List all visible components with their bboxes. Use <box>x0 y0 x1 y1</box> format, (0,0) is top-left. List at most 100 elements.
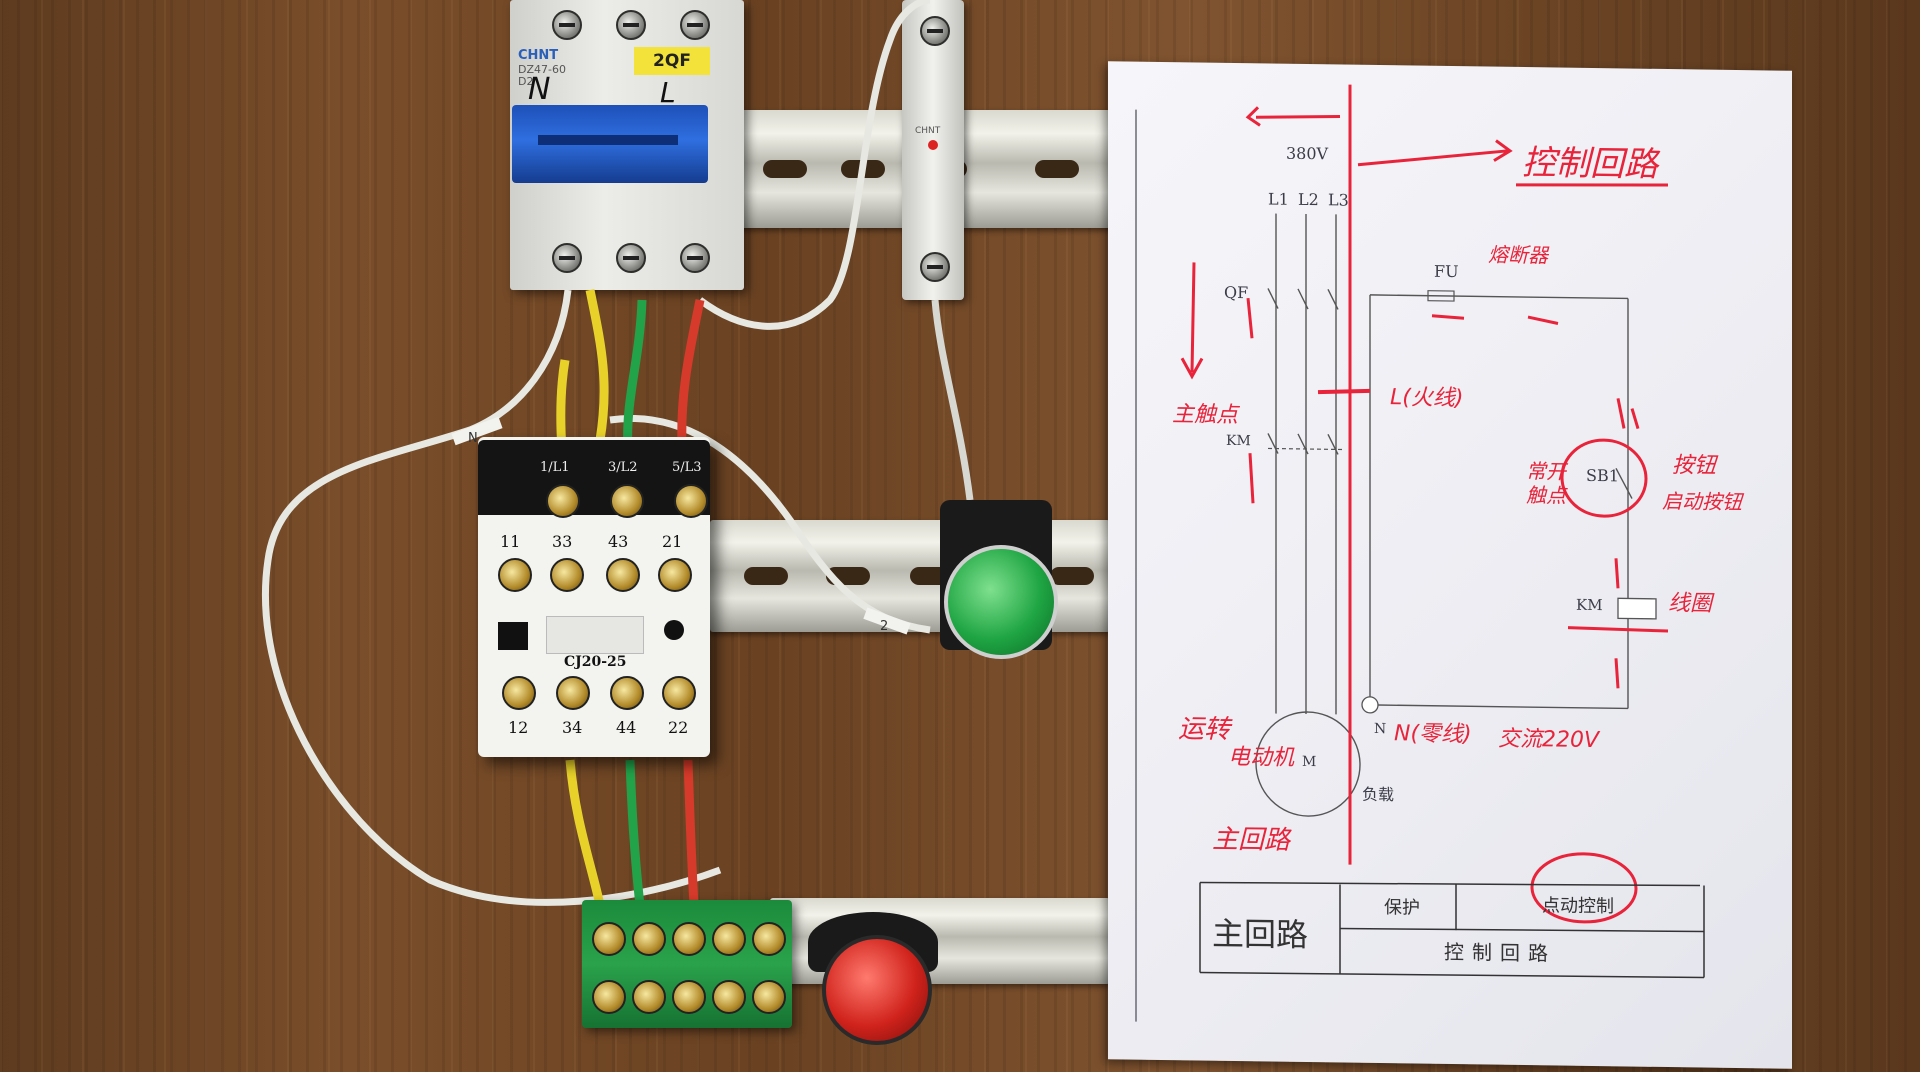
breaker-mark-l: L <box>660 76 676 109</box>
km-coil-label: KM <box>1576 595 1603 615</box>
contactor-terminal-l1: 1/L1 <box>540 460 570 475</box>
sb1-label: SB1 <box>1586 465 1619 486</box>
breaker-model: DZ47-60 D2 <box>518 64 566 88</box>
breaker-top-screw-2 <box>616 10 646 40</box>
aux-screw-43 <box>606 558 640 592</box>
terminal-screw-bottom-4 <box>712 980 746 1014</box>
contactor-terminal-l3: 5/L3 <box>672 460 702 475</box>
aux-terminal-44: 44 <box>616 718 637 737</box>
aux-terminal-11: 11 <box>500 532 521 551</box>
note-run: 运转 <box>1178 714 1231 745</box>
breaker-bottom-screw-1 <box>552 243 582 273</box>
motor-label: M <box>1302 753 1317 771</box>
breaker-tag-label: 2QF <box>634 47 710 75</box>
terminal-screw-top-1 <box>592 922 626 956</box>
white-neutral-wire <box>261 289 722 906</box>
note-coil: 线圈 <box>1668 591 1713 617</box>
aux-terminal-22: 22 <box>668 718 689 737</box>
fu-label: FU <box>1434 261 1459 282</box>
title-main-circuit: 主回路 <box>1212 914 1309 955</box>
title-protection: 保护 <box>1384 897 1420 919</box>
yellow-wire-bottom <box>565 759 605 906</box>
title-jog-control: 点动控制 <box>1542 895 1614 918</box>
note-ac-220v: 交流220V <box>1498 726 1600 754</box>
schematic-lines <box>1135 84 1705 1022</box>
load-label: 负载 <box>1362 784 1395 805</box>
contactor-indicator-icon <box>664 620 684 640</box>
fuse-indicator-icon <box>928 140 938 150</box>
schematic-paper: 380V L1 L2 L3 QF FU KM SB1 KM M N 负载 控制回… <box>1108 61 1792 1069</box>
aux-screw-44 <box>610 676 644 710</box>
note-button: 按钮 <box>1672 453 1717 479</box>
aux-screw-11 <box>498 558 532 592</box>
terminal-screw-top-2 <box>632 922 666 956</box>
wire-tag-n: N <box>468 431 478 446</box>
terminal-screw-top-3 <box>672 922 706 956</box>
wire-tag-2-sleeve <box>863 607 911 635</box>
green-wire-top <box>623 299 647 451</box>
note-normally-open: 常开触点 <box>1526 459 1566 508</box>
breaker-mark-n: N <box>528 72 551 107</box>
breaker-top-screw-1 <box>552 10 582 40</box>
note-live-line: L(火线) <box>1390 385 1464 412</box>
red-stop-button[interactable] <box>822 935 932 1045</box>
contactor-test-button[interactable] <box>498 622 528 650</box>
green-start-button[interactable] <box>944 545 1058 659</box>
terminal-screw-bottom-3 <box>672 980 706 1014</box>
breaker-bottom-screw-2 <box>616 243 646 273</box>
fuse-top-screw <box>920 16 950 46</box>
terminal-screw-bottom-5 <box>752 980 786 1014</box>
note-main-contact: 主触点 <box>1172 402 1239 429</box>
contactor-main-screw-1 <box>546 484 580 518</box>
neutral-label: N <box>1374 720 1387 738</box>
breaker-model-line-2: D2 <box>518 75 534 88</box>
note-control-loop: 控制回路 <box>1522 143 1658 185</box>
phase-l3: L3 <box>1328 190 1349 210</box>
note-start-button: 启动按钮 <box>1662 488 1742 515</box>
contactor-model: CJ20-25 <box>564 654 627 670</box>
green-wire-bottom <box>625 759 645 906</box>
aux-terminal-21: 21 <box>662 532 683 551</box>
contactor-label-area <box>546 616 644 654</box>
contactor-terminal-l2: 3/L2 <box>608 460 638 475</box>
title-control-circuit: 控制回路 <box>1444 939 1556 966</box>
fuse-brand: CHNT <box>915 126 941 136</box>
note-main-loop: 主回路 <box>1212 824 1291 856</box>
aux-screw-34 <box>556 676 590 710</box>
contactor-main-screw-2 <box>610 484 644 518</box>
note-motor: 电动机 <box>1228 744 1295 771</box>
phase-l1: L1 <box>1268 189 1289 209</box>
handle-groove <box>538 135 678 145</box>
red-wire-bottom <box>683 759 699 906</box>
white-wire-fuse-to-button <box>931 299 974 501</box>
aux-screw-12 <box>502 676 536 710</box>
aux-terminal-33: 33 <box>552 532 573 551</box>
terminal-screw-top-5 <box>752 922 786 956</box>
aux-screw-22 <box>662 676 696 710</box>
aux-screw-21 <box>658 558 692 592</box>
white-wire-to-fuse <box>697 0 931 330</box>
terminal-screw-bottom-2 <box>632 980 666 1014</box>
note-fuse: 熔断器 <box>1488 242 1548 268</box>
breaker-top-screw-3 <box>680 10 710 40</box>
phase-l2: L2 <box>1298 189 1319 210</box>
breaker-model-line-1: DZ47-60 <box>518 63 566 76</box>
contactor-top-cover <box>478 440 710 515</box>
aux-screw-33 <box>550 558 584 592</box>
terminal-screw-top-4 <box>712 922 746 956</box>
voltage-label: 380V <box>1286 143 1329 164</box>
terminal-screw-bottom-1 <box>592 980 626 1014</box>
qf-label: QF <box>1224 282 1249 303</box>
red-wire-top <box>677 299 705 451</box>
wire-tag-n-sleeve <box>451 416 503 446</box>
aux-terminal-12: 12 <box>508 718 529 737</box>
yellow-wire-top-1 <box>585 289 609 441</box>
breaker-brand: CHNT <box>518 48 559 63</box>
note-neutral-line: N(零线) <box>1394 721 1472 748</box>
km-main-label: KM <box>1226 432 1251 450</box>
breaker-bottom-screw-3 <box>680 243 710 273</box>
contactor-main-screw-3 <box>674 484 708 518</box>
fuse-bottom-screw <box>920 252 950 282</box>
